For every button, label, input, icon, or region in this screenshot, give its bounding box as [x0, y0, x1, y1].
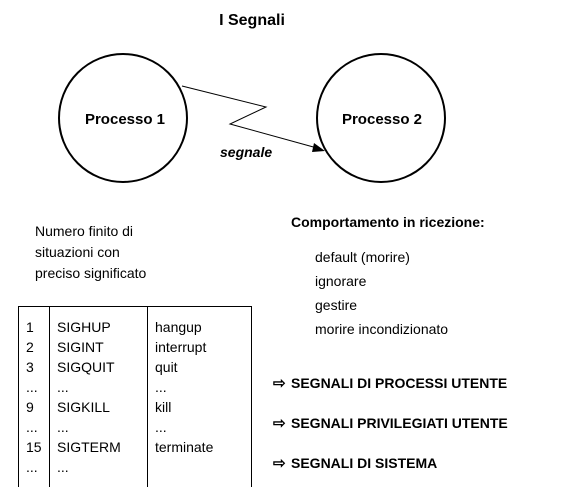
signal-name: ...: [57, 459, 69, 475]
signal-arrowhead: [312, 143, 325, 152]
signal-number: 3: [26, 359, 34, 375]
signal-meaning-column: hangup interrupt quit... kill... terminate: [147, 307, 252, 487]
signal-meaning: interrupt: [155, 339, 207, 355]
category-privileged-user: ⇨ SEGNALI PRIVILEGIATI UTENTE: [273, 414, 508, 432]
arrow-right-outline-icon: ⇨: [273, 455, 286, 472]
process2-circle: [316, 53, 446, 183]
signal-name: SIGQUIT: [57, 359, 115, 375]
category-label: SEGNALI DI SISTEMA: [291, 455, 438, 471]
signal-number: ...: [26, 379, 38, 395]
process1-label: Processo 1: [85, 111, 165, 128]
signal-meaning: quit: [155, 359, 178, 375]
description-line: preciso significato: [35, 265, 147, 281]
signal-name: SIGKILL: [57, 399, 110, 415]
behavior-title: Comportamento in ricezione:: [291, 214, 485, 230]
signal-meaning: hangup: [155, 319, 202, 335]
signal-number: ...: [26, 459, 38, 475]
signal-zigzag: [181, 85, 318, 149]
signal-number: 2: [26, 339, 34, 355]
signal-label: segnale: [220, 144, 272, 160]
category-label: SEGNALI DI PROCESSI UTENTE: [291, 375, 508, 391]
signal-number: 15: [26, 439, 42, 455]
signal-name: ...: [57, 379, 69, 395]
arrow-right-outline-icon: ⇨: [273, 415, 286, 432]
process2-label: Processo 2: [342, 111, 422, 128]
behavior-item: gestire: [315, 297, 358, 313]
behavior-item: ignorare: [315, 273, 367, 289]
signal-meaning: [148, 457, 252, 477]
category-label: SEGNALI PRIVILEGIATI UTENTE: [291, 415, 508, 431]
behavior-list: default (morire) ignorare gestire morire…: [315, 245, 448, 341]
behavior-item: morire incondizionato: [315, 321, 449, 337]
description-line: situazioni con: [35, 244, 120, 260]
signal-description: Numero finito di situazioni con preciso …: [35, 221, 146, 284]
category-user-processes: ⇨ SEGNALI DI PROCESSI UTENTE: [273, 374, 507, 392]
signal-number: 9: [26, 399, 34, 415]
behavior-item: default (morire): [315, 249, 410, 265]
signal-number: 1: [26, 319, 34, 335]
signal-name: SIGINT: [57, 339, 104, 355]
description-line: Numero finito di: [35, 223, 134, 239]
page-title: I Segnali: [219, 12, 285, 29]
signal-name: ...: [57, 419, 69, 435]
signal-meaning: terminate: [155, 439, 214, 455]
signal-number: ...: [26, 419, 38, 435]
signal-meaning: kill: [155, 399, 172, 415]
signal-name: SIGHUP: [57, 319, 111, 335]
signal-meaning: ...: [155, 419, 167, 435]
arrow-right-outline-icon: ⇨: [273, 375, 286, 392]
process1-circle: [58, 53, 188, 183]
category-system: ⇨ SEGNALI DI SISTEMA: [273, 454, 437, 472]
signal-number-column: 1 2 3... 9... 15...: [19, 307, 49, 487]
signal-meaning: ...: [155, 379, 167, 395]
signal-name-column: SIGHUP SIGINT SIGQUIT... SIGKILL... SIGTERM.…: [49, 307, 147, 487]
signal-name: SIGTERM: [57, 439, 121, 455]
